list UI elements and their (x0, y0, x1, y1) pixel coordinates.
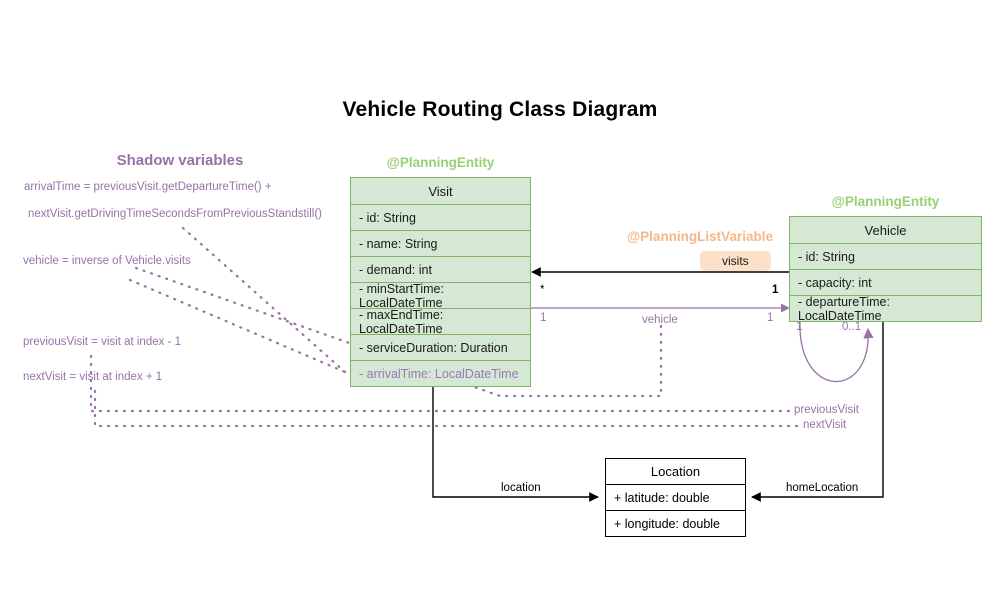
visit-attribute: - demand: int (351, 256, 530, 282)
visits-relation-label: visits (700, 251, 771, 271)
visit-class-name: Visit (428, 183, 453, 199)
class-box-vehicle: Vehicle - id: String - capacity: int - d… (789, 216, 982, 323)
home-location-relation-label: homeLocation (786, 482, 859, 494)
previous-visit-label: previousVisit (794, 404, 859, 416)
next-visit-label: nextVisit (803, 419, 847, 431)
edge-location (432, 384, 599, 502)
dotted-next-visit (93, 389, 802, 428)
visit-attribute: - serviceDuration: Duration (351, 334, 530, 360)
location-class-name: Location (650, 464, 701, 479)
vehicle-target-multiplicity: 1 (767, 312, 774, 324)
location-relation-label: location (501, 482, 541, 494)
shadow-variable-line-2: nextVisit.getDrivingTimeSecondsFromPrevi… (28, 208, 322, 220)
class-box-location: Location + latitude: double + longitude:… (605, 458, 746, 537)
vehicle-relation-label: vehicle (642, 314, 678, 326)
page-title: Vehicle Routing Class Diagram (342, 98, 658, 121)
vehicle-class-name: Vehicle (864, 222, 907, 238)
visit-attribute: - minStartTime: LocalDateTime (351, 282, 530, 310)
visit-attribute: - maxEndTime: LocalDateTime (351, 308, 530, 336)
vehicle-attribute: - capacity: int (790, 269, 981, 295)
self-loop-source-multiplicity: 1 (796, 321, 803, 333)
dotted-vehicle (128, 278, 347, 374)
shadow-variable-line-1: arrivalTime = previousVisit.getDeparture… (24, 181, 272, 193)
visit-attribute: - name: String (351, 230, 530, 256)
visits-source-multiplicity: * (540, 284, 545, 296)
shadow-variable-line-3: vehicle = inverse of Vehicle.visits (23, 255, 191, 267)
class-box-visit: Visit - id: String - name: String - dema… (350, 177, 531, 387)
visit-shadow-attribute: - arrivalTime: LocalDateTime (351, 360, 530, 386)
visits-target-multiplicity: 1 (772, 284, 779, 296)
shadow-variable-line-5: nextVisit = visit at index + 1 (23, 371, 163, 383)
visits-stereotype: @PlanningListVariable (627, 229, 773, 244)
vehicle-attribute: - id: String (790, 243, 981, 269)
self-loop-target-multiplicity: 0..1 (842, 321, 862, 333)
shadow-variables-heading: Shadow variables (116, 152, 244, 169)
visit-stereotype: @PlanningEntity (386, 155, 495, 170)
visit-attribute: - id: String (351, 204, 530, 230)
dotted-arrivaltime (181, 226, 347, 374)
vehicle-source-multiplicity: 1 (540, 312, 547, 324)
location-attribute: + latitude: double (606, 484, 745, 510)
shadow-variable-line-4: previousVisit = visit at index - 1 (23, 336, 181, 348)
location-attribute: + longitude: double (606, 510, 745, 536)
vehicle-attribute: - departureTime: LocalDateTime (790, 295, 981, 323)
vehicle-stereotype: @PlanningEntity (831, 194, 940, 209)
